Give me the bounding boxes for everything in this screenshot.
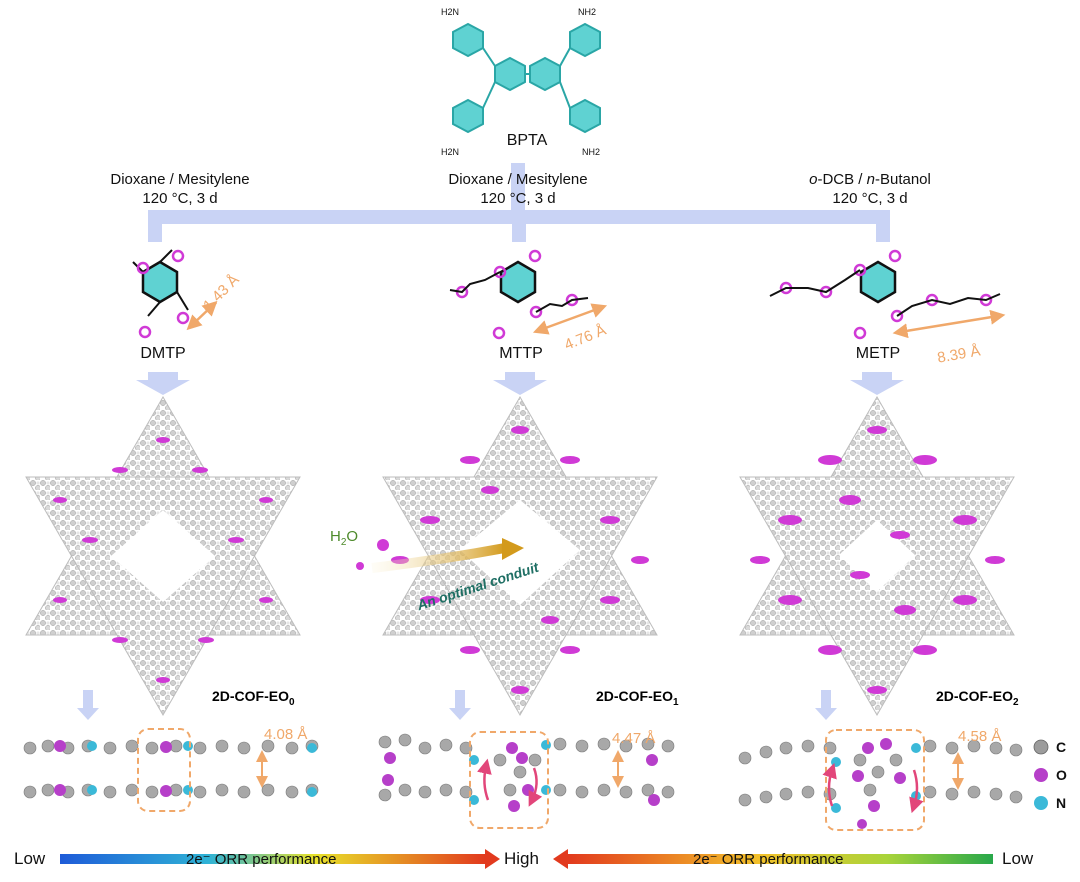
stack-distance-eo2: 4.58 Å [958, 728, 1002, 745]
cof-structure-eo1 [382, 395, 658, 717]
legend-o-atom [1034, 768, 1048, 782]
distribution-arrows [77, 163, 904, 720]
water-label: H2O [330, 528, 359, 548]
performance-label-left: 2e⁻ ORR performance [186, 851, 337, 868]
stack-distance-eo1: 4.47 Å [612, 730, 656, 747]
condition-center-solvent: Dioxane / Mesitylene [448, 171, 588, 188]
condition-right: o-DCB / n-Butanol 120 °C, 3 d [760, 170, 980, 208]
performance-bar-left [60, 854, 485, 864]
performance-label-right: 2e⁻ ORR performance [693, 851, 844, 868]
legend-c-atom [1033, 739, 1049, 755]
stacking-view-eo1 [378, 731, 675, 829]
performance-high: High [504, 849, 539, 868]
cof-structure-eo2 [739, 395, 1015, 717]
cof-eo1-label: 2D-COF-EO1 [596, 688, 679, 708]
bpta-molecule [452, 22, 601, 134]
stacking-view-eo0 [23, 728, 319, 812]
bpta-amine-bottom-left: H2N [441, 147, 460, 157]
atom-legend [1033, 739, 1049, 810]
cof-eo0-label: 2D-COF-EO0 [212, 688, 295, 708]
stacking-view-eo2 [738, 729, 1023, 831]
condition-center-temp: 120 °C, 3 d [480, 190, 556, 207]
condition-center: Dioxane / Mesitylene 120 °C, 3 d [408, 170, 628, 208]
linker-metp [769, 249, 1006, 340]
condition-left-solvent: Dioxane / Mesitylene [110, 171, 250, 188]
condition-right-solvent: o-DCB / n-Butanol [809, 171, 931, 188]
water-conduit-arrow [356, 538, 524, 573]
stack-distance-eo0: 4.08 Å [264, 726, 308, 743]
cof-structure-eo0 [25, 395, 301, 717]
bpta-amine-top-right: NH2 [578, 7, 597, 17]
bpta-amine-top-left: H2N [441, 7, 460, 17]
legend-c-label: C [1056, 739, 1067, 755]
performance-bars [60, 849, 993, 869]
linker-metp-label: METP [855, 345, 901, 362]
linker-dmtp [132, 249, 218, 339]
cof-eo2-label: 2D-COF-EO2 [936, 688, 1019, 708]
bpta-amine-bottom-right: NH2 [582, 147, 601, 157]
condition-right-temp: 120 °C, 3 d [832, 190, 908, 207]
legend-n-label: N [1056, 795, 1067, 811]
legend-o-label: O [1056, 767, 1067, 783]
performance-bar-right [568, 854, 993, 864]
bpta-label: BPTA [506, 132, 548, 149]
linker-dmtp-label: DMTP [140, 345, 186, 362]
legend-n-atom [1034, 796, 1048, 810]
linker-mttp [449, 249, 608, 340]
condition-left-temp: 120 °C, 3 d [142, 190, 218, 207]
performance-low-right: Low [1002, 849, 1034, 868]
performance-low-left: Low [14, 849, 46, 868]
linker-mttp-label: MTTP [499, 345, 543, 362]
condition-left: Dioxane / Mesitylene 120 °C, 3 d [70, 170, 290, 208]
